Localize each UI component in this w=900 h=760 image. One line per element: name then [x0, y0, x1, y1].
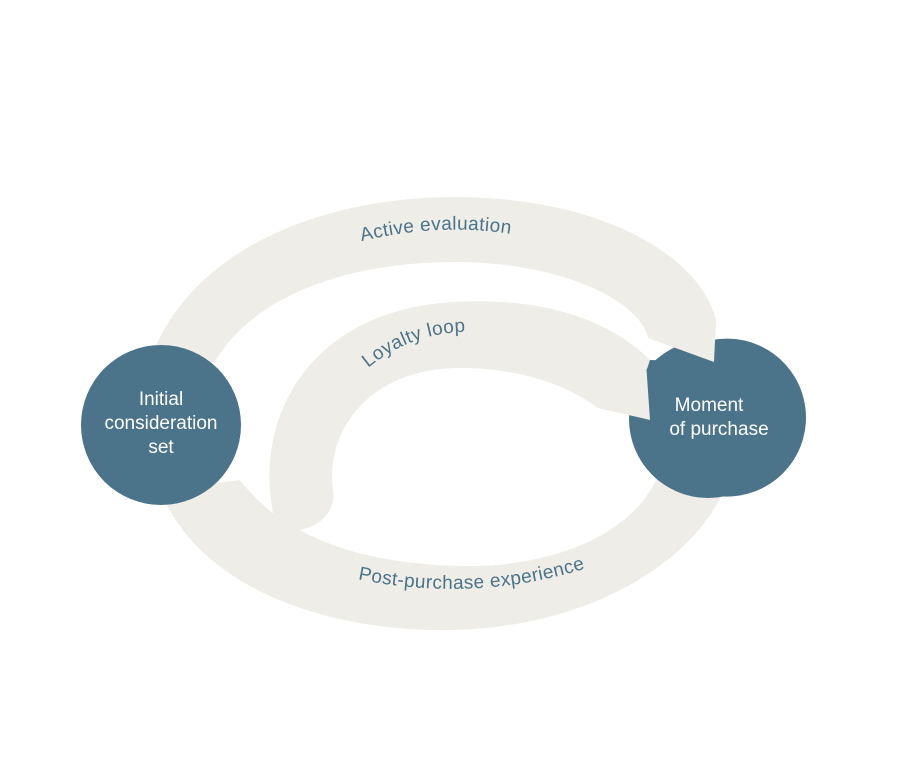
- purchase-line-2: of purchase: [669, 419, 768, 440]
- moment-of-purchase-disc: [629, 340, 787, 498]
- initial-line-1: Initial: [139, 389, 183, 410]
- node-initial-consideration-set: Initial consideration set: [81, 345, 241, 505]
- node-moment-of-purchase: Moment of purchase: [598, 318, 806, 498]
- initial-line-2: consideration: [104, 413, 217, 434]
- active-evaluation-arrowhead: [648, 318, 716, 362]
- loyalty-loop-arrowhead: [598, 352, 650, 420]
- active-evaluation-band: [150, 197, 716, 362]
- post-purchase-band: [160, 470, 728, 631]
- initial-consideration-circle: [81, 345, 241, 505]
- purchase-line-1: Moment: [675, 395, 744, 416]
- loyalty-loop-shape: [269, 301, 650, 531]
- initial-line-3: set: [148, 437, 174, 458]
- loyalty-loop-band: [269, 301, 650, 531]
- outer-band: [150, 197, 728, 631]
